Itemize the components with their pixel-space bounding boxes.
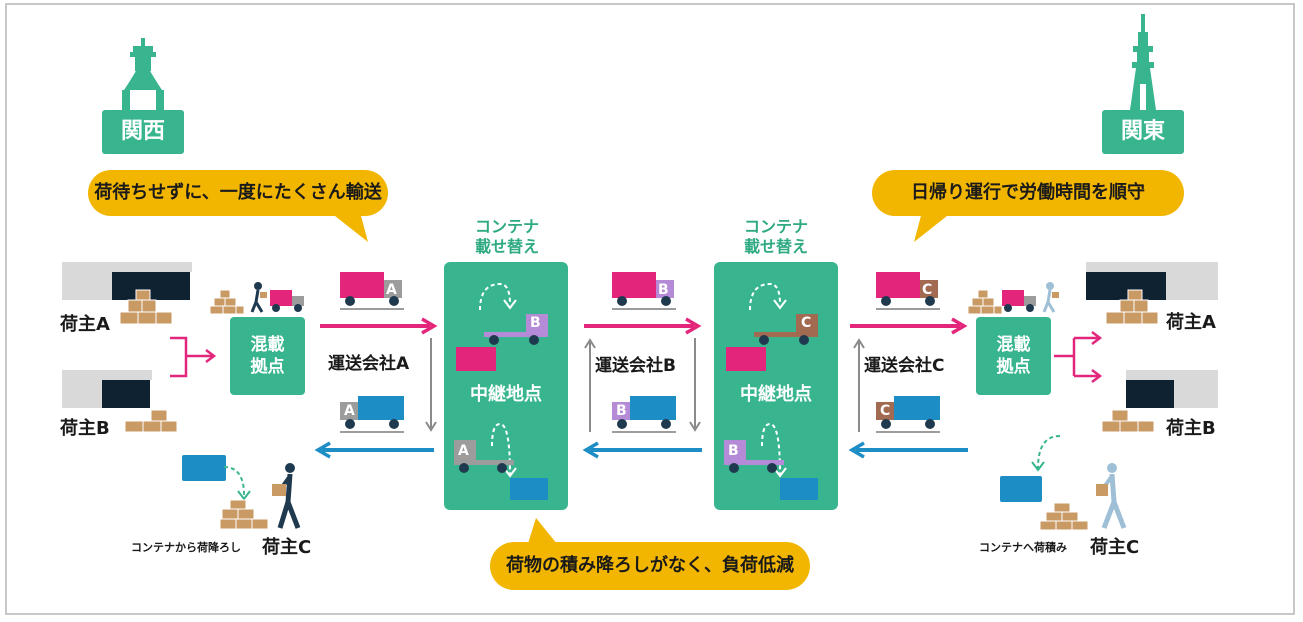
cargo-boxes-icon <box>124 409 178 433</box>
warehouse-shipper-b-left <box>62 370 152 408</box>
worker-loading-truck-icon <box>967 282 1059 315</box>
cargo-boxes-icon <box>1039 502 1089 531</box>
truck-letter-a-top: A <box>386 282 397 298</box>
relay-2-swap-bottom-icon <box>724 422 818 500</box>
flow-arrow-blue-1 <box>314 441 434 459</box>
shipper-b-label-left: 荷主B <box>60 418 110 439</box>
shipper-c-label-left: 荷主C <box>262 537 312 558</box>
truck-b-return-icon <box>612 396 676 433</box>
shipper-a-label-left: 荷主A <box>60 314 110 335</box>
diagram-frame <box>5 3 1295 615</box>
flow-arrow-magenta-1 <box>320 317 438 335</box>
speech-bubble-bottom: 荷物の積み降ろしがなく、負荷低減 <box>490 542 810 590</box>
flow-arrow-magenta-3 <box>850 317 968 335</box>
container-block-right <box>1000 476 1042 502</box>
carrier-b-label: 運送会社B <box>595 356 676 376</box>
relay-2-letter-b: B <box>728 443 739 459</box>
warehouse-shipper-a-right <box>1086 262 1218 300</box>
speech-bubble-right: 日帰り運行で労働時間を順守 <box>872 170 1184 216</box>
truck-letter-a-bottom: A <box>344 403 355 419</box>
flow-arrow-magenta-2 <box>584 317 702 335</box>
bubble-tail-left <box>330 212 368 242</box>
up-arrow-gray-c <box>853 338 865 432</box>
relay-point-label-1: 中継地点 <box>470 384 542 405</box>
truck-a-return-icon <box>340 396 404 433</box>
unload-note: コンテナから荷降ろし <box>131 541 241 554</box>
worker-icon <box>272 463 301 529</box>
worker-loading-truck-icon <box>209 282 304 315</box>
shipper-a-label-right: 荷主A <box>1166 312 1216 333</box>
up-arrow-gray-b <box>584 338 596 432</box>
truck-letter-c-bottom: C <box>880 403 891 419</box>
relay-1-letter-a: A <box>458 443 469 459</box>
truck-letter-b-top: B <box>658 282 669 298</box>
cargo-boxes-icon <box>1101 409 1155 433</box>
warehouse-shipper-b-right <box>1126 370 1218 408</box>
container-swap-title-1: コンテナ 載せ替え <box>474 217 539 256</box>
down-arrow-gray-a <box>425 338 437 432</box>
region-label-kansai: 関西 <box>102 110 184 154</box>
shipper-c-label-right: 荷主C <box>1090 537 1140 558</box>
truck-b-outbound-icon <box>612 272 676 310</box>
relay-1-letter-b: B <box>530 315 541 331</box>
relay-2-swap-top-icon <box>749 282 818 345</box>
consolidation-hub-left: 混載 拠点 <box>230 317 305 395</box>
tsutenkaku-tower-icon <box>122 38 164 112</box>
bubble-tail-right <box>914 212 952 242</box>
down-arrow-gray-b <box>689 338 701 432</box>
flow-arrow-blue-3 <box>848 441 968 459</box>
load-note: コンテナへ荷積み <box>979 541 1067 554</box>
truck-c-return-icon <box>876 396 940 433</box>
speech-bubble-left: 荷待ちせずに、一度にたくさん輸送 <box>88 170 388 216</box>
relay-point-label-2: 中継地点 <box>740 384 812 405</box>
truck-letter-b-bottom: B <box>616 403 627 419</box>
carrier-a-label: 運送会社A <box>328 354 410 374</box>
cargo-boxes-icon <box>219 499 269 530</box>
region-label-kanto: 関東 <box>1102 110 1184 154</box>
skytree-tower-icon <box>1130 14 1156 110</box>
dashed-arrow-right <box>1031 435 1061 472</box>
carrier-c-label: 運送会社C <box>864 356 945 376</box>
relay-1-swap-top-icon <box>479 282 548 345</box>
truck-c-outbound-icon <box>876 272 940 310</box>
truck-letter-c-top: C <box>922 282 933 298</box>
dashed-arrow-left <box>223 466 251 501</box>
worker-icon <box>1096 463 1127 529</box>
shipper-b-label-right: 荷主B <box>1166 418 1216 439</box>
relay-2-letter-c: C <box>801 315 812 331</box>
cargo-boxes-icon <box>1105 289 1159 325</box>
cargo-boxes-icon <box>119 289 173 325</box>
container-swap-title-2: コンテナ 載せ替え <box>743 217 808 256</box>
warehouse-shipper-a-left <box>62 262 192 300</box>
split-arrow-right <box>1054 331 1103 383</box>
merge-arrow-left <box>170 336 217 378</box>
relay-2-pink-container <box>726 347 766 371</box>
container-block-left <box>182 455 226 481</box>
relay-1-pink-container <box>456 347 496 371</box>
truck-a-outbound-icon <box>340 272 404 310</box>
flow-arrow-blue-2 <box>582 441 702 459</box>
relay-1-swap-bottom-icon <box>454 422 548 500</box>
consolidation-hub-right: 混載 拠点 <box>976 317 1051 395</box>
